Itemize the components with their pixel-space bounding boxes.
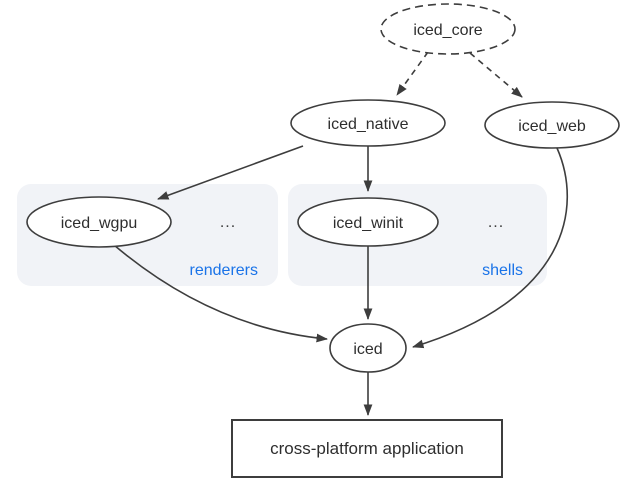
node-iced-shape — [329, 323, 407, 373]
node-application-shape — [231, 419, 503, 478]
group-renderers-label: renderers — [190, 262, 258, 279]
node-iced-web-label: iced_web — [518, 118, 586, 135]
node-application: cross-platform application — [231, 419, 503, 478]
node-iced-core-shape — [380, 3, 516, 55]
node-iced-winit-label: iced_winit — [333, 215, 404, 232]
group-shells-ellipsis: ... — [488, 214, 504, 231]
edge-iced-web-to-iced — [412, 147, 568, 349]
node-iced-native: iced_native — [290, 99, 446, 147]
node-iced-wgpu-label: iced_wgpu — [61, 215, 138, 232]
edge-iced-core-to-iced-web — [469, 52, 523, 98]
edge-iced-native-to-iced-wgpu — [157, 145, 304, 200]
node-iced-core: iced_core — [380, 3, 516, 55]
node-iced-native-label: iced_native — [328, 116, 409, 133]
node-iced-web: iced_web — [484, 101, 620, 149]
group-renderers-ellipsis: ... — [220, 214, 236, 231]
node-iced-winit-shape — [297, 197, 439, 247]
node-iced-web-shape — [484, 101, 620, 149]
node-iced-label: iced — [353, 341, 382, 358]
node-application-label: cross-platform application — [270, 439, 464, 458]
group-shells-label: shells — [482, 262, 523, 279]
node-iced: iced — [329, 323, 407, 373]
edge-iced-core-to-iced-native — [396, 51, 429, 96]
node-iced-core-label: iced_core — [413, 22, 482, 39]
node-iced-winit: iced_winit — [297, 197, 439, 247]
node-iced-wgpu-shape — [26, 196, 172, 248]
node-iced-native-shape — [290, 99, 446, 147]
node-iced-wgpu: iced_wgpu — [26, 196, 172, 248]
edge-iced-wgpu-to-iced — [113, 244, 328, 343]
